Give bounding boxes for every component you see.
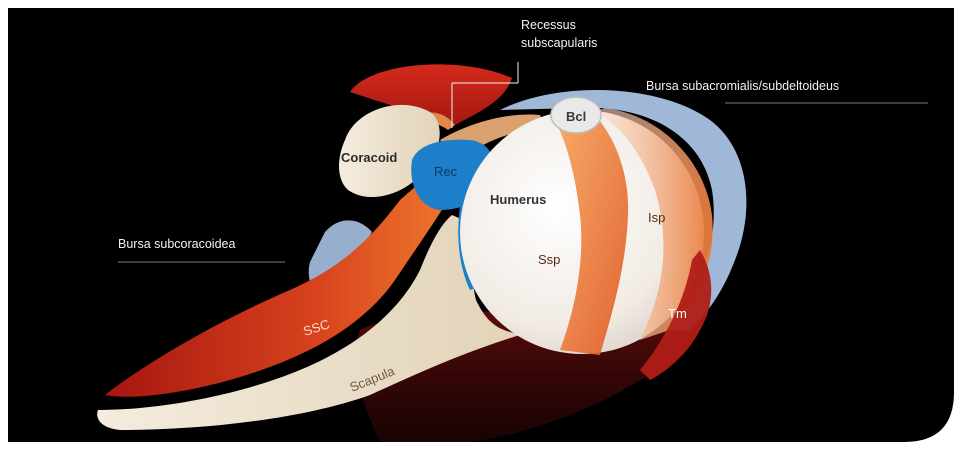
recessus-label-line1: Recessus <box>521 18 576 32</box>
ssp-label: Ssp <box>538 252 560 267</box>
bursa-subcoracoidea-label: Bursa subcoracoidea <box>118 237 235 251</box>
isp-label: Isp <box>648 210 665 225</box>
tm-label: Tm <box>668 306 687 321</box>
bcl-label: Bcl <box>566 109 586 124</box>
coracoid-label: Coracoid <box>341 150 397 165</box>
rec-label: Rec <box>434 164 458 179</box>
bursa-subacromialis-label: Bursa subacromialis/subdeltoideus <box>646 79 839 93</box>
humerus-label: Humerus <box>490 192 546 207</box>
recessus-label-line2: subscapularis <box>521 36 597 50</box>
